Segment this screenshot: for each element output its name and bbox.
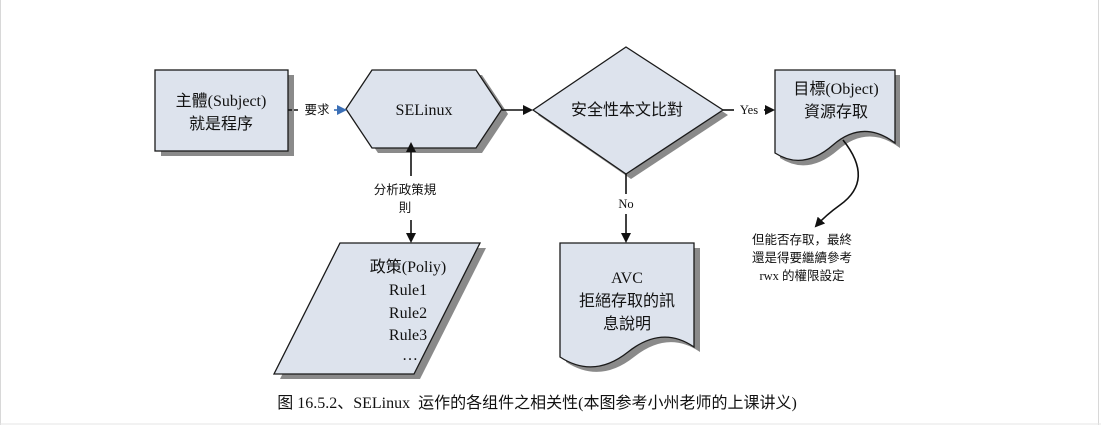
subject-label-line1: 主體(Subject) [176,92,267,110]
policy-rule2: Rule2 [389,305,427,322]
edge-label-yes: Yes [740,103,758,117]
policy-rule1: Rule1 [389,282,427,299]
subject-node: 主體(Subject) 就是程序 [154,69,294,156]
selinux-label: SELinux [396,102,453,119]
object-node: 目標(Object) 資源存取 [774,69,900,166]
context-check-label: 安全性本文比對 [571,101,683,119]
policy-ellipsis: … [402,347,418,364]
edge-label-request: 要求 [304,103,330,117]
subject-label-line2: 就是程序 [189,115,253,133]
note-line1: 但能否存取，最終 [752,232,853,247]
object-label-line2: 資源存取 [804,103,868,121]
policy-rule3: Rule3 [389,327,427,344]
note-line2: 還是得要繼續參考 [752,250,852,265]
note-line3: rwx 的權限設定 [759,268,844,283]
edge-object-to-note [814,139,860,228]
object-label-line1: 目標(Object) [793,80,878,98]
context-check-node: 安全性本文比對 [531,46,728,179]
selinux-node: SELinux [345,69,508,153]
edge-label-no: No [618,197,633,211]
edge-yes: Yes [723,103,775,117]
edge-no: No [618,174,634,243]
policy-node: 政策(Poliy) Rule1 Rule2 Rule3 … [272,242,486,379]
avc-node: AVC 拒絕存取的訊 息說明 [559,242,700,372]
avc-label-line3: 息說明 [603,315,651,333]
edge-request: 要求 [288,103,347,117]
rwx-note: 但能否存取，最終 還是得要繼續參考 rwx 的權限設定 [752,232,853,283]
policy-label-line1: 政策(Poliy) [370,258,446,276]
figure-caption: 图 16.5.2、SELinux 运作的各组件之相关性(本图参考小州老师的上课讲… [277,394,797,412]
edge-label-analyze-line1: 分析政策規 [374,182,437,197]
avc-label-line1: AVC [611,270,643,287]
edge-label-analyze-line2: 則 [399,201,412,215]
avc-label-line2: 拒絕存取的訊 [579,292,675,310]
edge-analyze-policy: 分析政策規 則 [374,142,437,243]
